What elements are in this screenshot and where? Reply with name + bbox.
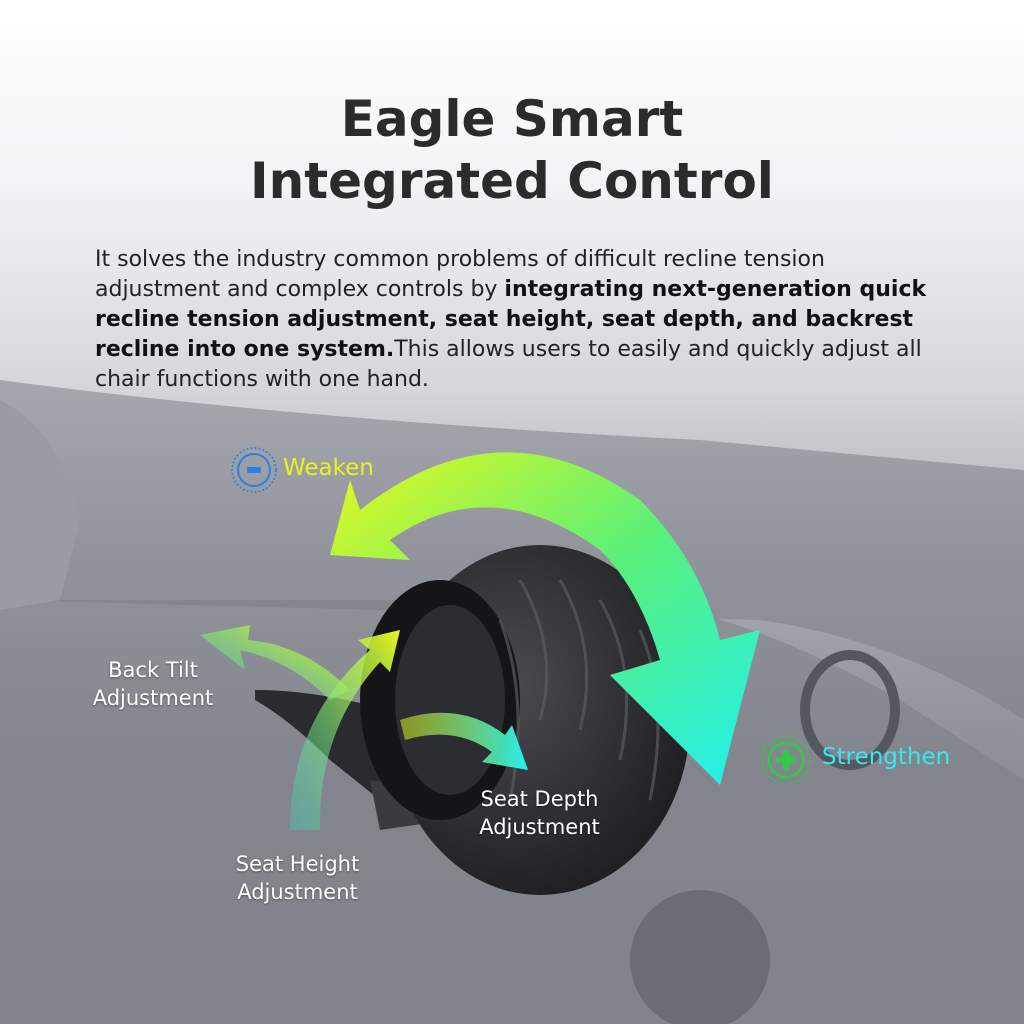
back-tilt-line-1: Back Tilt xyxy=(108,658,198,682)
seat-depth-label: Seat Depth Adjustment xyxy=(462,785,617,841)
seat-depth-line-2: Adjustment xyxy=(479,815,600,839)
page-title: Eagle Smart Integrated Control xyxy=(0,88,1024,212)
plus-circle-icon xyxy=(761,735,811,785)
description-bold: integrating next-generation quick reclin… xyxy=(95,277,927,362)
seat-height-label: Seat Height Adjustment xyxy=(220,850,375,906)
description-intro: It solves the industry common problems o… xyxy=(95,247,825,302)
strengthen-label: Strengthen xyxy=(822,744,951,770)
weaken-label: Weaken xyxy=(283,455,374,481)
description-outro: This allows users to easily and quickly … xyxy=(95,337,922,392)
seat-height-line-2: Adjustment xyxy=(237,880,358,904)
minus-circle-icon xyxy=(231,447,277,493)
back-tilt-line-2: Adjustment xyxy=(92,686,214,710)
description: It solves the industry common problems o… xyxy=(95,245,945,395)
title-line-1: Eagle Smart xyxy=(340,90,684,148)
seat-depth-line-1: Seat Depth xyxy=(480,787,599,811)
title-line-2: Integrated Control xyxy=(250,152,774,210)
back-tilt-label: Back Tilt Adjustment xyxy=(78,656,228,712)
seat-height-line-1: Seat Height xyxy=(235,852,360,876)
